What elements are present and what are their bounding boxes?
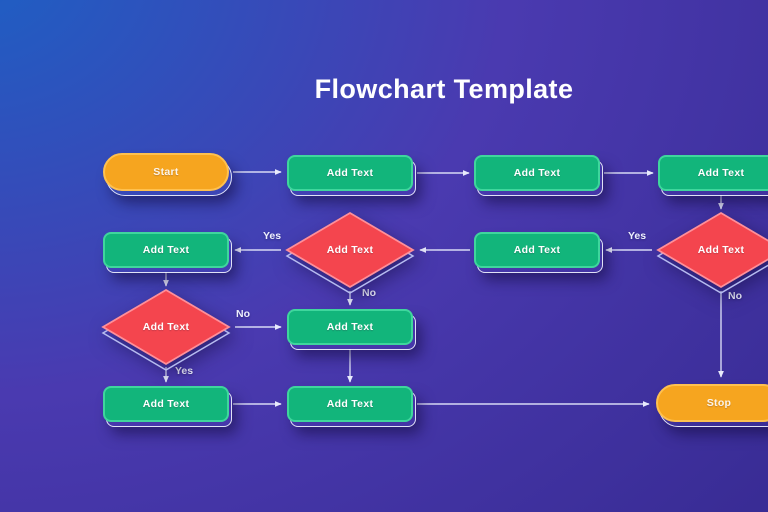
diamond-shape <box>101 288 231 366</box>
node-label: Stop <box>656 384 768 422</box>
node-label: Start <box>103 153 229 191</box>
node-p5: Add Text <box>103 232 232 273</box>
edge-label-yes: Yes <box>262 230 282 242</box>
edge-label-no: No <box>362 287 376 299</box>
decision-diamond <box>101 288 231 371</box>
node-label: Add Text <box>474 232 600 268</box>
node-label: Add Text <box>474 155 600 191</box>
node-p2: Add Text <box>474 155 603 196</box>
node-p4: Add Text <box>474 232 603 273</box>
node-p6: Add Text <box>287 309 416 350</box>
node-start: Start <box>103 153 232 196</box>
edge-label-yes: Yes <box>174 365 194 377</box>
node-label: Add Text <box>287 309 413 345</box>
node-p1: Add Text <box>287 155 416 196</box>
node-p3: Add Text <box>658 155 768 196</box>
edge-label-yes: Yes <box>627 230 647 242</box>
node-stop: Stop <box>656 384 768 427</box>
node-p7: Add Text <box>103 386 232 427</box>
node-label: Add Text <box>326 244 374 256</box>
edge-label-no: No <box>236 308 250 320</box>
node-p8: Add Text <box>287 386 416 427</box>
page-title: Flowchart Template <box>314 74 574 105</box>
node-label: Add Text <box>103 386 229 422</box>
node-d3: Add Text <box>101 288 231 371</box>
edge-label-no: No <box>728 290 742 302</box>
node-d2: Add Text <box>285 211 415 294</box>
node-d1: Add Text <box>656 211 768 294</box>
node-label: Add Text <box>287 386 413 422</box>
diamond-shape <box>285 211 415 289</box>
decision-diamond <box>285 211 415 294</box>
node-label: Add Text <box>142 321 190 333</box>
node-label: Add Text <box>658 155 768 191</box>
decision-diamond <box>656 211 768 294</box>
diamond-shape <box>656 211 768 289</box>
node-label: Add Text <box>103 232 229 268</box>
node-label: Add Text <box>287 155 413 191</box>
node-label: Add Text <box>697 244 745 256</box>
